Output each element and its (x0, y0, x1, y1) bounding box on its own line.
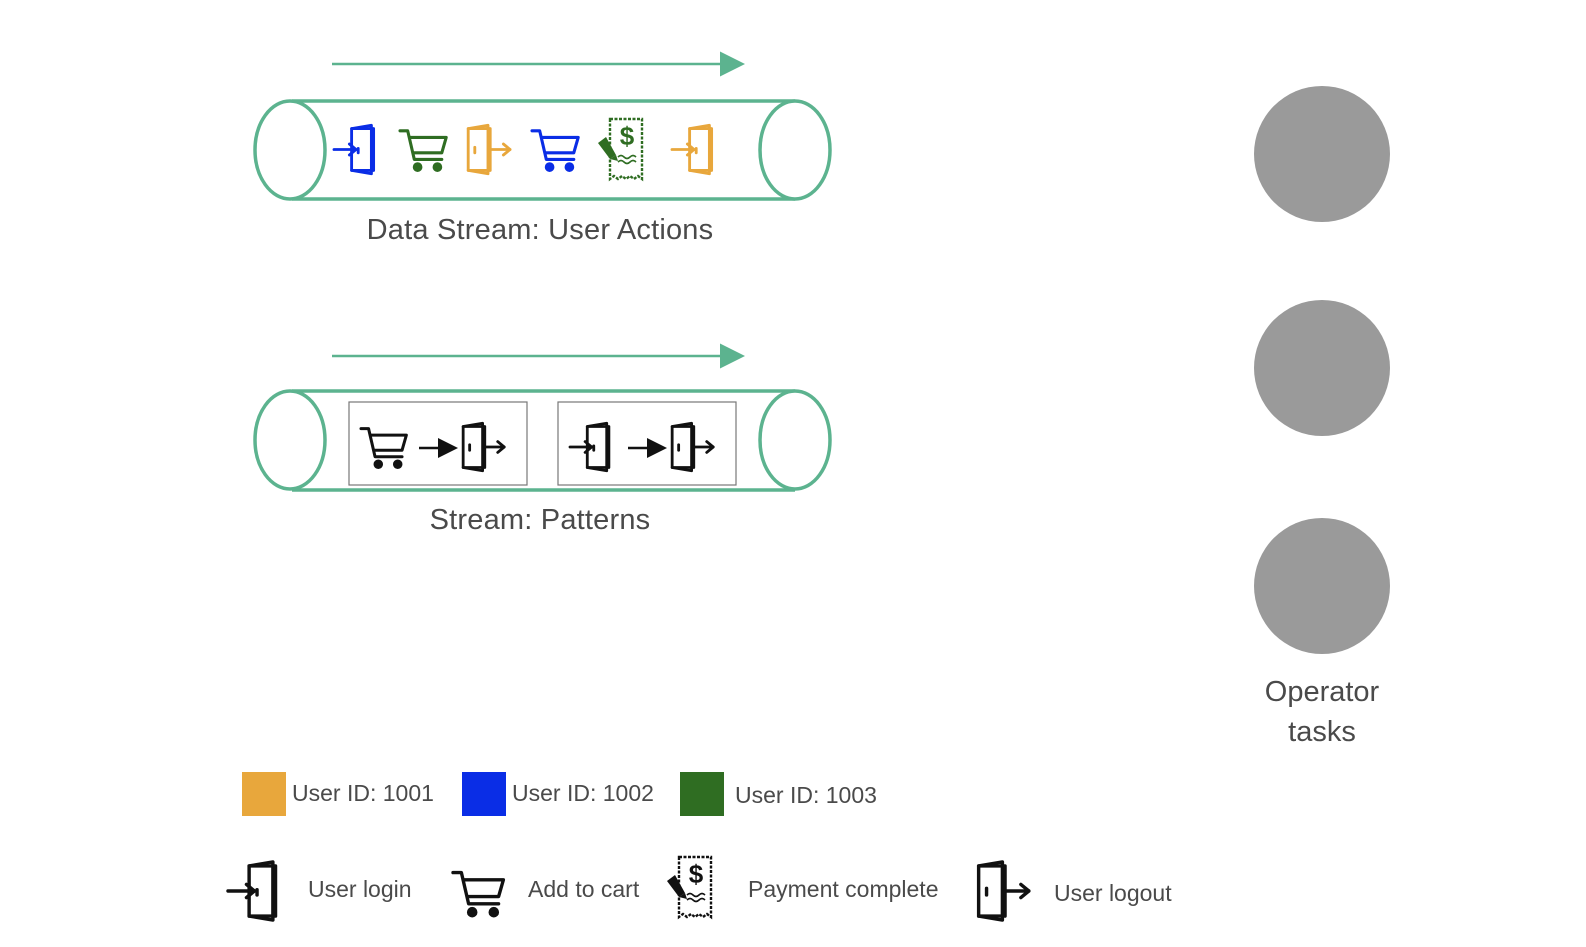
svg-text:$: $ (620, 121, 635, 151)
patterns-group (348, 401, 737, 486)
legend-cart-icon (451, 870, 506, 918)
operator-caption-line2: tasks (1288, 716, 1356, 748)
legend-logout-icon (976, 860, 1031, 922)
svg-text:$: $ (689, 859, 704, 889)
operator-caption: Operator tasks (1222, 672, 1422, 752)
operator-tasks (1254, 86, 1390, 654)
legend-label-payment: Payment complete (748, 876, 939, 902)
legend-label-login: User login (308, 876, 412, 902)
legend-login-icon (226, 860, 278, 922)
legend-label-1001: User ID: 1001 (292, 780, 434, 806)
event-payment-icon-1003: $ (598, 117, 644, 182)
operator-task-circle (1254, 86, 1390, 222)
legend-swatch-1003 (680, 772, 724, 816)
event-cart-icon-1002 (530, 129, 580, 172)
event-login-icon-1002 (332, 123, 376, 176)
operator-caption-line1: Operator (1264, 676, 1380, 708)
legend-label-1002: User ID: 1002 (512, 780, 654, 806)
legend-action-icons: $ (226, 855, 1031, 922)
pattern-login-icon (568, 421, 611, 473)
pipe-patterns (253, 389, 832, 492)
legend-label-cart: Add to cart (528, 876, 640, 902)
pattern-logout-icon (670, 421, 715, 473)
legend-swatch-1001 (242, 772, 286, 816)
event-cart-icon-1003 (398, 129, 448, 172)
legend-payment-icon: $ (667, 855, 713, 920)
caption-user-actions: Data Stream: User Actions (366, 214, 714, 246)
operator-task-circle (1254, 300, 1390, 436)
pattern-logout-icon (461, 421, 506, 473)
pipe-user-actions (253, 99, 832, 201)
legend-label-logout: User logout (1054, 880, 1172, 906)
legend-swatch-1002 (462, 772, 506, 816)
legend-label-1003: User ID: 1003 (735, 782, 877, 808)
operator-task-circle (1254, 518, 1390, 654)
event-logout-icon-1001 (466, 123, 512, 176)
pattern-cart-icon (359, 427, 408, 470)
caption-patterns: Stream: Patterns (429, 504, 651, 536)
event-login-icon-1001 (670, 123, 714, 176)
user-actions-events: $ (332, 117, 714, 182)
